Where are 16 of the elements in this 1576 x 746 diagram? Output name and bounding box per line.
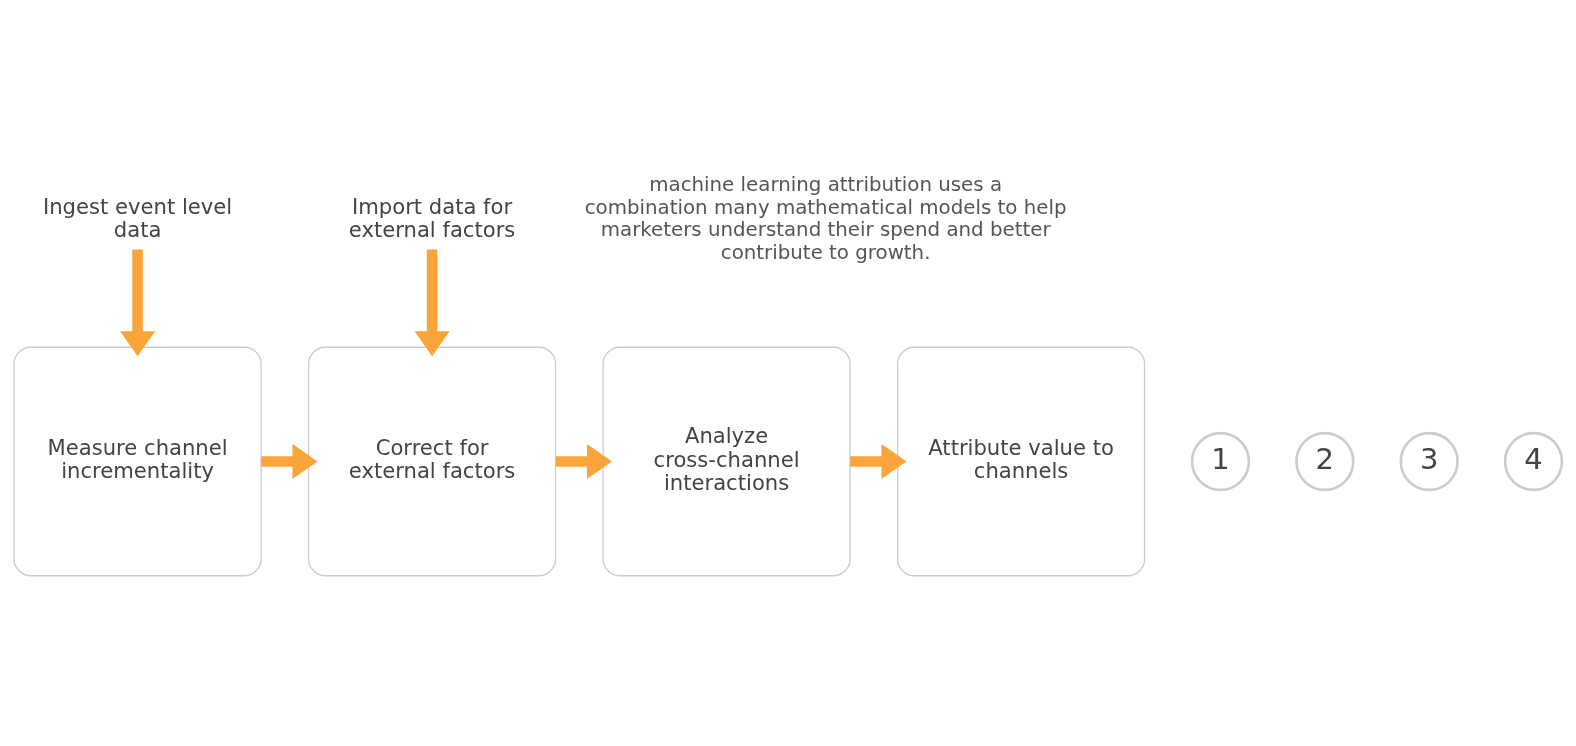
arrow: [850, 443, 907, 480]
label: machine learning attribution uses a combination many mathematical models to help marketers understand their spend and better contribute to growth.: [584, 173, 1067, 264]
arrow: [555, 443, 613, 480]
node-text: Ingest event level data: [43, 193, 233, 243]
node-circle: 3: [1399, 431, 1459, 492]
node-box: Measure channel incrementality: [13, 346, 262, 577]
node-box: Attribute value to channels: [896, 346, 1146, 577]
node-circle: 4: [1503, 431, 1564, 492]
node-box: Analyze cross-channel interactions: [602, 346, 851, 577]
node-box: Correct for external factors: [307, 346, 557, 577]
node-circle: 1: [1190, 431, 1251, 492]
node-text: Import data for external factors: [348, 193, 516, 243]
node-circle: 2: [1295, 431, 1355, 492]
arrow: [261, 443, 318, 480]
arrow: [120, 249, 156, 357]
arrow: [414, 249, 450, 357]
